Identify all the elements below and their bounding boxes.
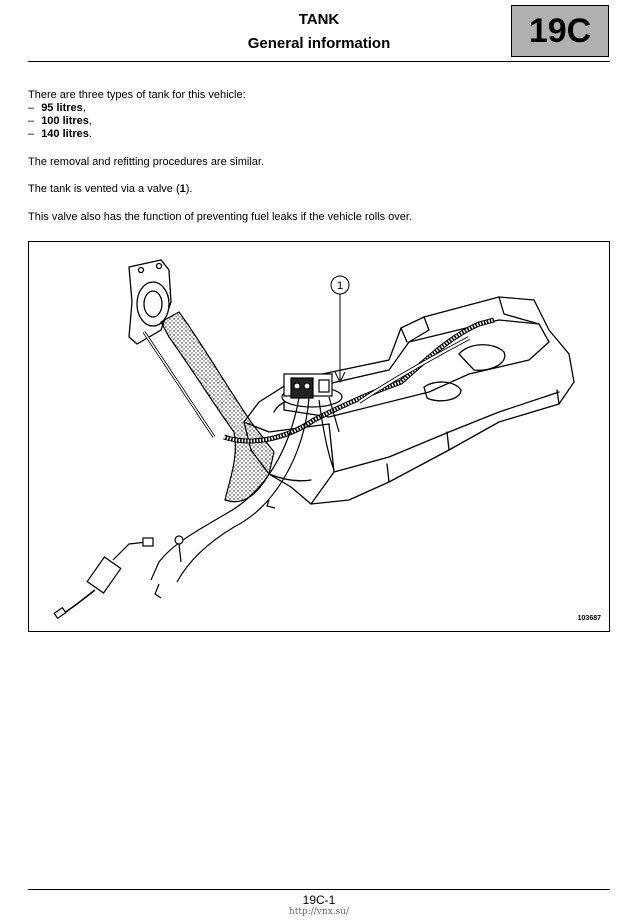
fuel-tank-illustration: 1 [53, 259, 575, 620]
tank-type-item: – 140 litres. [28, 128, 92, 141]
list-dash: – [28, 128, 35, 140]
figure-reference: 103687 [577, 615, 601, 622]
list-dash: – [28, 102, 35, 114]
vent-paragraph: The tank is vented via a valve (1). [28, 183, 193, 196]
list-dash: – [28, 115, 35, 127]
page-title: TANK [298, 11, 340, 28]
valve-callout-label: 1 [337, 280, 343, 292]
page-subtitle: General information [247, 35, 391, 52]
list-punct: . [88, 128, 92, 140]
list-punct: , [82, 102, 86, 114]
header-rule [28, 61, 610, 62]
tank-figure: 1 103687 [28, 241, 610, 632]
tank-type-item: – 95 litres, [28, 102, 86, 115]
footer-rule [28, 889, 610, 890]
tank-type-value: 100 litres [41, 115, 89, 127]
procedures-paragraph: The removal and refitting procedures are… [28, 156, 264, 168]
intro-text: There are three types of tank for this v… [28, 89, 246, 101]
valve-paragraph: This valve also has the function of prev… [28, 211, 412, 223]
vent-text: The tank is vented via a valve ( [28, 183, 180, 195]
source-url[interactable]: http://vnx.su/ [288, 907, 350, 917]
list-punct: , [88, 115, 92, 127]
vent-text-end: ). [185, 183, 193, 195]
tank-type-item: – 100 litres, [28, 115, 92, 128]
tank-type-value: 140 litres [41, 128, 89, 140]
vent-ref: 1 [179, 183, 186, 195]
tank-type-value: 95 litres [41, 102, 83, 114]
page-number: 19C-1 [302, 893, 336, 907]
section-code-badge: 19C [511, 5, 609, 57]
